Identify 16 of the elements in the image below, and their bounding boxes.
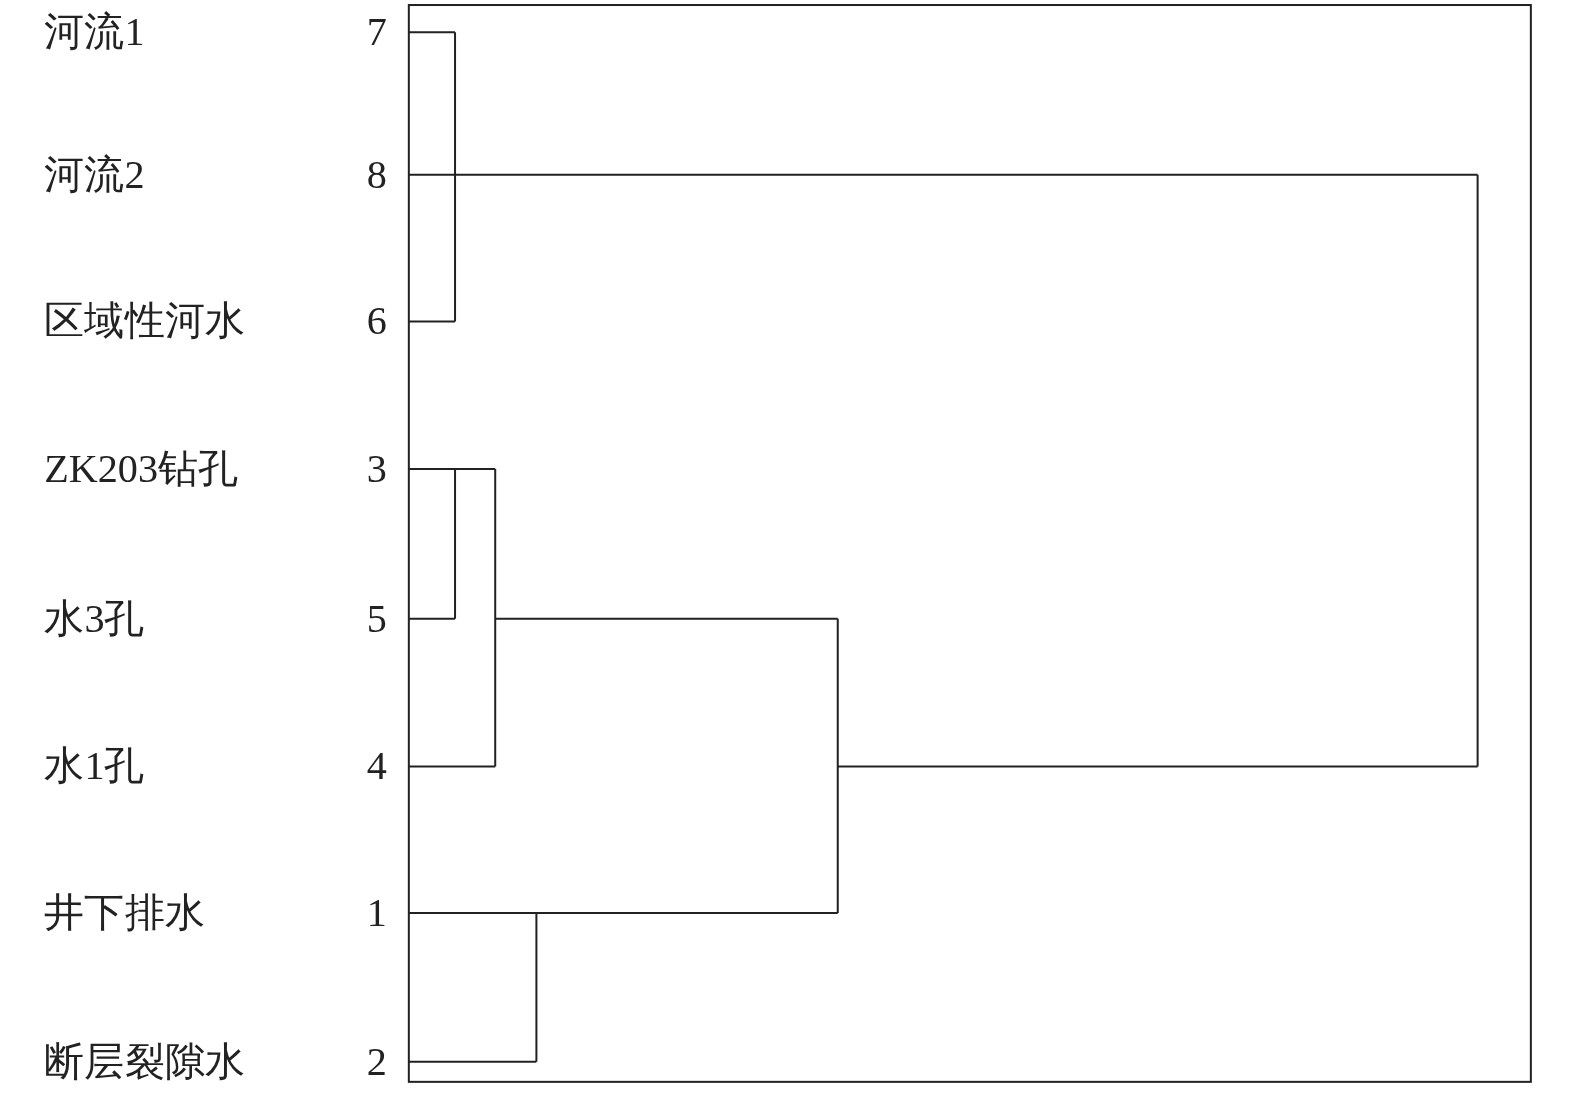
cluster-index: 8 <box>366 150 387 199</box>
cluster-index: 3 <box>366 445 387 494</box>
sample-label: 水3孔 <box>44 594 145 643</box>
sample-label: 河流2 <box>44 150 145 199</box>
cluster-index: 1 <box>366 889 387 938</box>
sample-label: 井下排水 <box>44 889 205 938</box>
sample-label: 河流1 <box>44 8 145 57</box>
sample-label: ZK203钻孔 <box>44 445 239 494</box>
sample-label: 水1孔 <box>44 742 145 791</box>
cluster-index: 4 <box>366 742 387 791</box>
cluster-index: 7 <box>366 8 387 57</box>
sample-label: 区域性河水 <box>44 297 246 346</box>
sample-label: 断层裂隙水 <box>44 1037 246 1086</box>
cluster-index: 2 <box>366 1037 387 1086</box>
cluster-index: 5 <box>366 594 387 643</box>
cluster-index: 6 <box>366 297 387 346</box>
